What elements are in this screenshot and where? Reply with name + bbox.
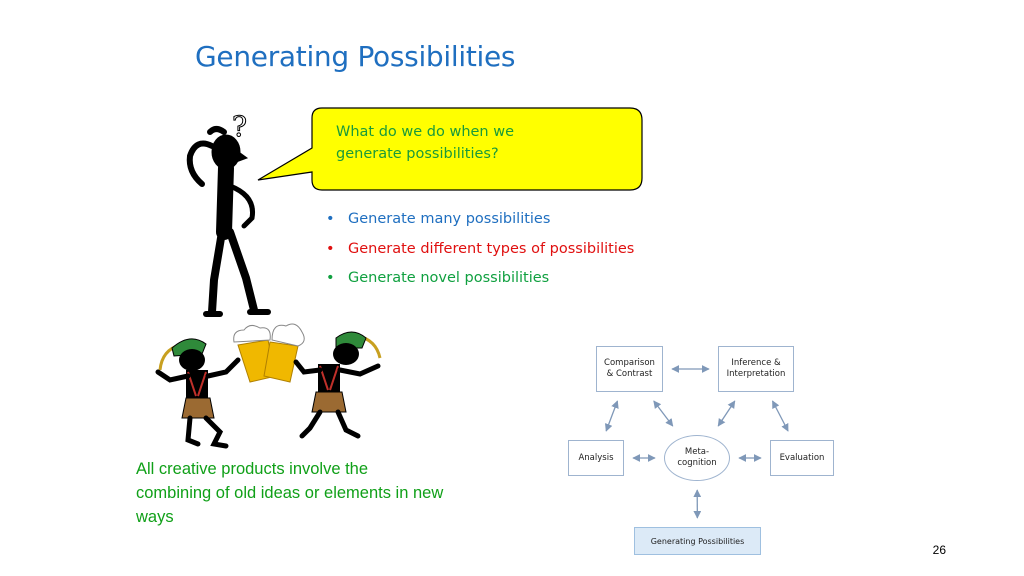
node-inference: Inference &Interpretation bbox=[718, 346, 794, 392]
dancing-figure-left-icon bbox=[155, 338, 241, 449]
edge-comparison-metacognition bbox=[653, 400, 674, 427]
bullet-text: Generate different types of possibilitie… bbox=[348, 240, 635, 257]
bullet-dot: • bbox=[326, 270, 335, 286]
bullet-dot: • bbox=[326, 240, 335, 257]
edge-inference-metacognition bbox=[717, 400, 736, 427]
slide-title: Generating Possibilities bbox=[195, 40, 516, 73]
edge-comparison-analysis bbox=[604, 400, 619, 432]
bullet-text: Generate many possibilities bbox=[348, 211, 551, 227]
question-mark: ? bbox=[232, 110, 247, 143]
node-analysis: Analysis bbox=[568, 440, 624, 476]
beer-mugs-icon bbox=[233, 323, 305, 383]
speech-bubble bbox=[257, 107, 643, 191]
node-generating: Generating Possibilities bbox=[634, 527, 761, 555]
bullet-text: Generate novel possibilities bbox=[348, 270, 550, 286]
node-evaluation: Evaluation bbox=[770, 440, 834, 476]
thinking-figure-icon: ? bbox=[186, 110, 271, 317]
bubble-question: What do we do when we generate possibili… bbox=[336, 124, 515, 162]
bullet-item-types: • Generate different types of possibiliti… bbox=[326, 238, 634, 268]
node-metacognition: Meta-cognition bbox=[664, 435, 730, 481]
bullet-list: • Generate many possibilities • Generate d… bbox=[326, 208, 634, 297]
caption-text: All creative products involve the combin… bbox=[136, 460, 444, 526]
bullet-item-many: • Generate many possibilities bbox=[326, 208, 634, 238]
bullet-item-novel: • Generate novel possibilities bbox=[326, 267, 634, 297]
node-comparison: Comparison& Contrast bbox=[596, 346, 663, 392]
bullet-dot: • bbox=[326, 211, 335, 227]
edge-inference-evaluation bbox=[771, 400, 789, 432]
page-number: 26 bbox=[932, 543, 946, 557]
dancing-figure-right-icon bbox=[293, 331, 382, 439]
